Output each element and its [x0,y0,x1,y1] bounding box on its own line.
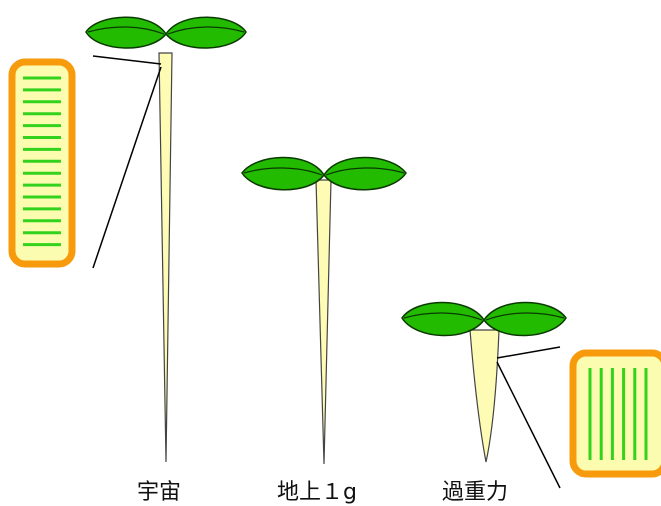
stem-hypergravity [470,330,499,462]
label-space: 宇宙 [137,474,181,506]
pointer-line-hyper-top [497,347,560,358]
leaf-left-hypergravity [402,303,484,336]
stem-space [159,53,172,462]
seedling-space [86,17,246,462]
stem-ground [316,180,331,464]
pointer-line-space-bottom [93,67,161,268]
leaf-right-space [166,17,246,48]
seedling-ground [242,157,406,464]
leaf-right-hypergravity [484,303,566,336]
leaf-right-ground [324,157,406,189]
pointer-line-hyper-bottom [497,362,560,488]
leaf-left-ground [242,157,324,189]
cell-box-hypergravity [573,353,661,474]
pointer-line-space-top [93,56,161,64]
cell-box-space [12,62,72,264]
label-hypergravity: 過重力 [442,474,508,506]
leaf-left-space [86,17,166,48]
seedling-hypergravity [402,303,566,463]
label-ground-1g: 地上１g [277,474,357,506]
cotyledons-space [86,17,246,48]
